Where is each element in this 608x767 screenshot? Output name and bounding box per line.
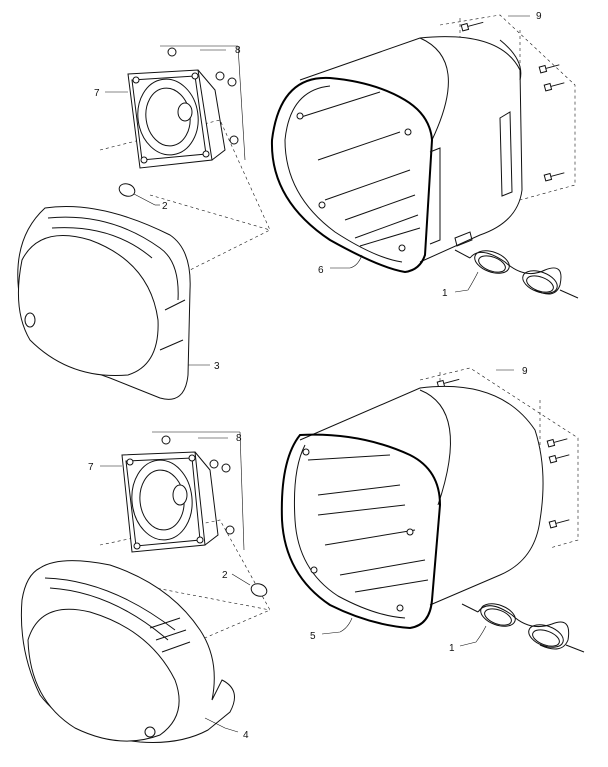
top-cable [454, 249, 579, 299]
bottom-assembly: 7 8 2 4 5 1 9 [20, 366, 585, 743]
bottom-label-enclosure: 5 [310, 631, 316, 642]
bottom-label-grille-plug: 2 [222, 570, 228, 581]
bottom-cable [461, 603, 585, 653]
top-assembly: 7 8 2 3 6 1 9 [17, 11, 579, 400]
bottom-mount-screws [436, 378, 570, 529]
bottom-label-mount-screws: 9 [522, 366, 528, 377]
bottom-driver [121, 451, 219, 553]
top-label-driver: 7 [94, 88, 100, 99]
top-driver-screws [160, 45, 246, 161]
top-leaders [105, 15, 530, 366]
bottom-enclosure [280, 385, 544, 630]
bottom-label-driver: 7 [88, 462, 94, 473]
top-label-enclosure: 6 [318, 265, 324, 276]
bottom-grille-plug [250, 583, 268, 597]
top-driver [127, 69, 226, 169]
top-label-mount-screws: 9 [536, 11, 542, 22]
top-enclosure [270, 36, 523, 274]
top-label-grille: 3 [214, 361, 220, 372]
bottom-driver-screws [152, 431, 245, 551]
bottom-label-driver-screws: 8 [236, 433, 242, 444]
top-label-driver-screws: 8 [235, 45, 241, 56]
top-grille [17, 206, 191, 400]
top-mount-screws [460, 21, 565, 182]
bottom-grille [20, 560, 235, 743]
top-grille-plug [118, 183, 136, 197]
top-label-grille-plug: 2 [162, 201, 168, 212]
top-label-cable: 1 [442, 288, 448, 299]
bottom-label-cable: 1 [449, 643, 455, 654]
bottom-label-grille: 4 [243, 730, 249, 741]
bottom-leaders [100, 369, 514, 733]
